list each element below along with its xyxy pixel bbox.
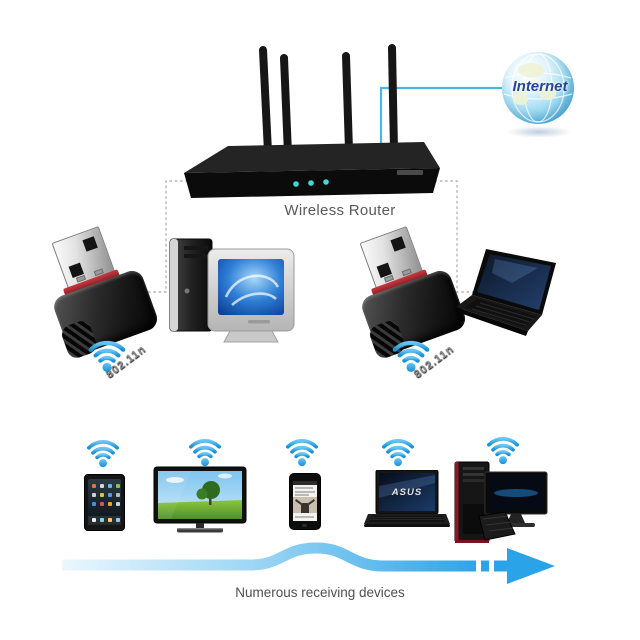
router-label: Wireless Router	[284, 202, 396, 219]
laptop-image	[454, 249, 556, 336]
pc-drive-bay	[463, 467, 484, 470]
globe-shadow	[506, 126, 572, 138]
laptop-keyboard	[369, 515, 445, 522]
webpage-text-line	[295, 487, 313, 489]
tower-grill	[463, 504, 484, 534]
monitor-base	[223, 330, 279, 343]
laptop-front-edge	[364, 524, 450, 527]
monitor-buttons	[248, 320, 270, 324]
tablet-screen	[88, 479, 121, 525]
screen-gloss	[158, 471, 191, 519]
pc-drive-bay	[184, 246, 208, 250]
usb-slot	[82, 236, 98, 252]
cloud	[218, 473, 232, 479]
desktop-computer-image	[169, 238, 295, 343]
screen-light-streak	[492, 259, 538, 283]
webpage-text-line	[295, 516, 314, 518]
router-top-face	[184, 142, 440, 173]
wifi-signal-icon	[282, 433, 322, 468]
internet-label: Internet	[512, 78, 568, 95]
laptop-display	[477, 254, 551, 310]
internet-globe: Internet	[500, 50, 580, 138]
tablet-dock-icons	[92, 518, 96, 522]
wifi-signal-icon	[185, 433, 225, 468]
wifi-signal-icon	[388, 334, 434, 374]
desktop-pc-image	[454, 461, 548, 543]
webpage-text-line	[295, 491, 315, 493]
tv-screen-field	[158, 500, 242, 519]
tower-red-trim	[455, 462, 459, 542]
asus-laptop-image: ASUS	[364, 470, 450, 527]
pc-tower-bezel	[170, 239, 178, 331]
tablet-app-icons	[92, 484, 96, 488]
monitor-stand	[507, 514, 525, 523]
pc-power-button	[184, 288, 190, 294]
webpage-text-line	[295, 494, 309, 496]
cloud	[166, 477, 184, 483]
asus-logo: ASUS	[391, 487, 422, 498]
keyboard-rows	[370, 517, 444, 520]
smartphone-screen	[293, 481, 317, 521]
laptop-front-edge	[454, 307, 528, 336]
webpage-photo	[293, 497, 317, 513]
bottom-caption: Numerous receiving devices	[235, 585, 405, 600]
tree-crown	[196, 488, 208, 500]
tablet-dock	[88, 516, 121, 525]
smartphone-image	[289, 473, 321, 530]
router-antennas	[259, 44, 398, 158]
router-logo-strip	[397, 170, 423, 175]
pc-drive-bay	[184, 254, 208, 258]
keyboard-rows	[482, 515, 514, 532]
tv-base-highlight	[177, 528, 223, 530]
globe-icon	[502, 52, 574, 124]
screen-light-streak	[494, 489, 538, 497]
home-button	[302, 524, 307, 527]
screen-light-streak	[379, 475, 435, 498]
screen-swirl-graphic	[224, 274, 280, 306]
tablet-image	[84, 474, 125, 531]
crt-screen	[218, 259, 284, 315]
wifi-signal-icon	[378, 433, 418, 468]
keyboard-rows	[471, 302, 535, 326]
webpage-header	[293, 481, 317, 485]
tv-image	[153, 466, 247, 533]
pc-drive-bay	[463, 479, 484, 482]
tv-neck	[196, 523, 204, 528]
arrow-head	[507, 548, 555, 584]
keyboard	[478, 511, 516, 541]
router-led-lights	[293, 179, 329, 187]
laptop-display	[379, 473, 435, 511]
tower-red-foot	[455, 540, 489, 543]
wireless-router-image	[184, 44, 440, 198]
person-figure	[301, 503, 309, 513]
usb-slot	[390, 236, 406, 252]
wifi-signal-icon	[83, 434, 123, 469]
globe-continents	[503, 53, 573, 123]
wifi-signal-icon	[84, 334, 130, 374]
flow-arrow	[62, 542, 555, 584]
tree-trunk	[209, 496, 212, 505]
pc-drive-bay	[463, 473, 484, 476]
internet-connector-line	[379, 86, 506, 152]
arrow-band	[62, 542, 476, 572]
